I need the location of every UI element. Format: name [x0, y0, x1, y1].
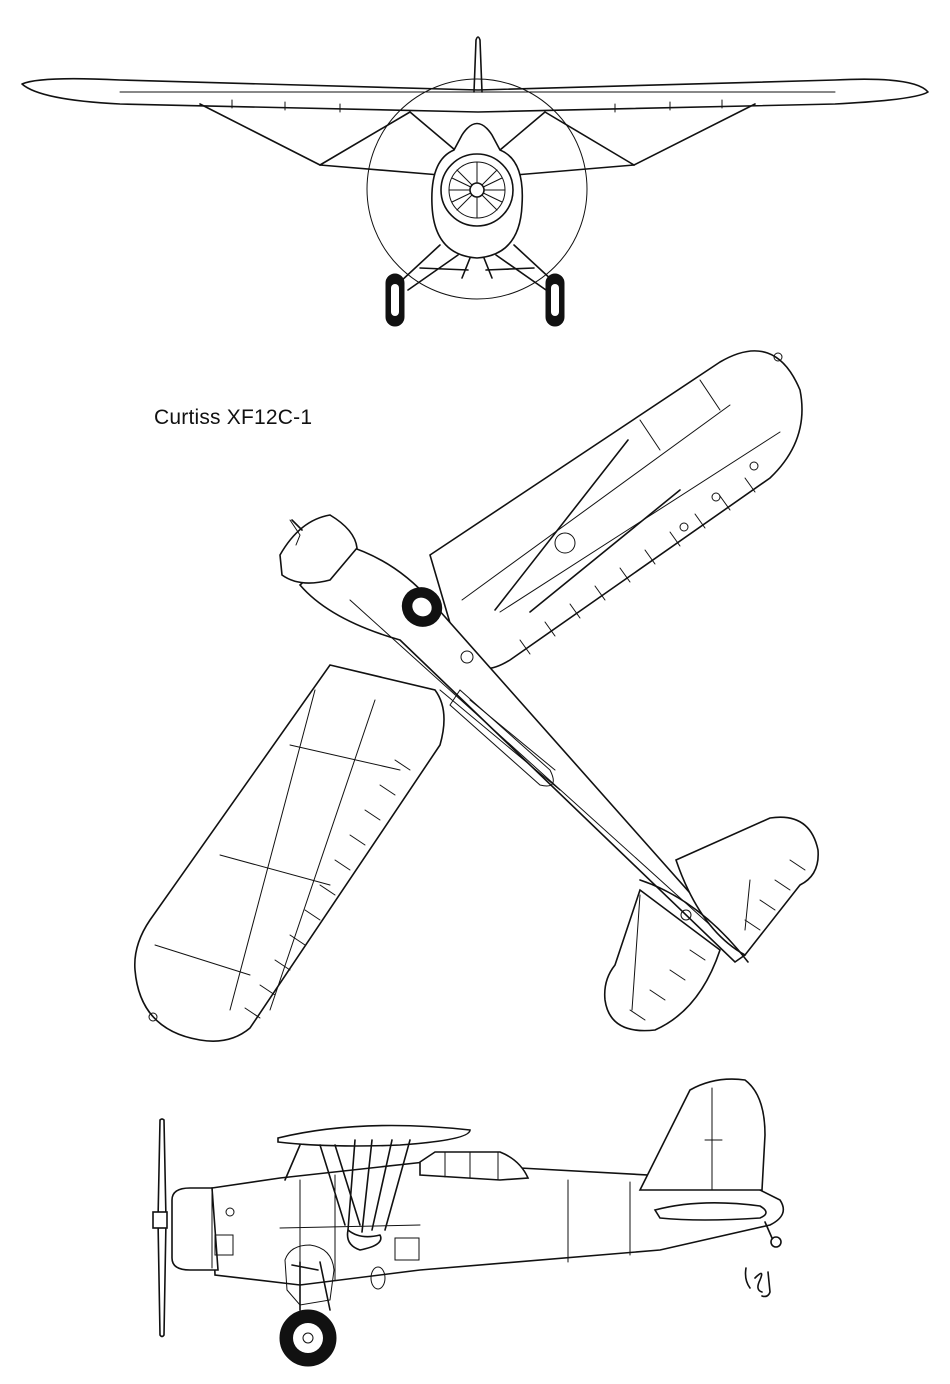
- side-view: [152, 1078, 785, 1367]
- signature-mark: [744, 1267, 771, 1298]
- drawing-title: Curtiss XF12C-1: [154, 406, 313, 429]
- plan-view: [133, 350, 819, 1042]
- front-view: [21, 36, 929, 327]
